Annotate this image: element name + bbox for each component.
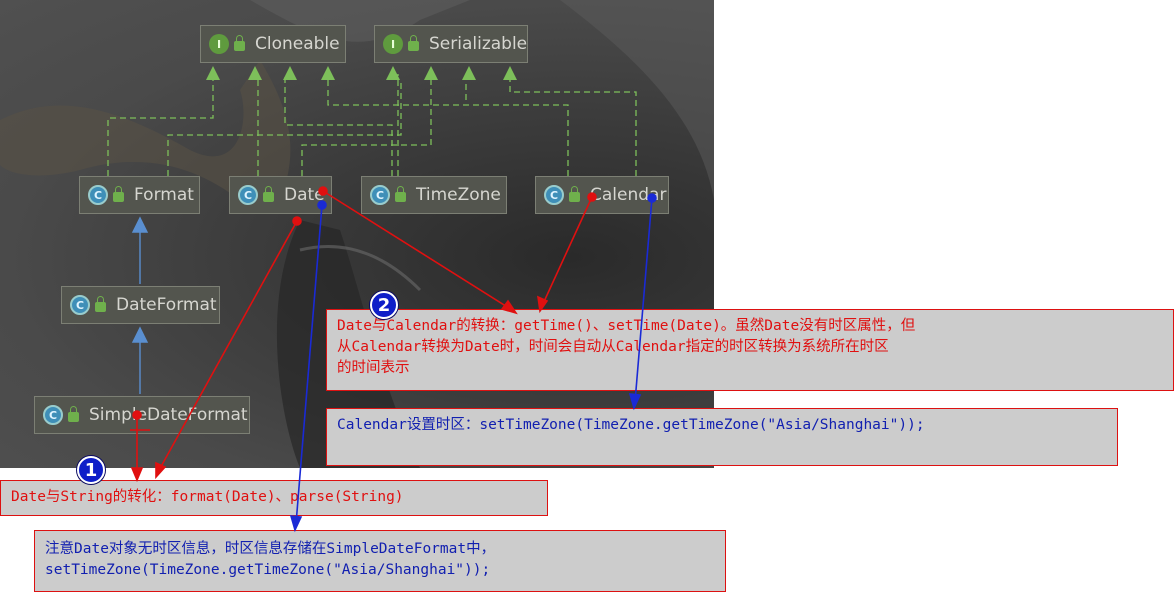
class-dateformat[interactable]: C DateFormat: [61, 286, 220, 324]
interface-serializable[interactable]: I Serializable: [374, 25, 528, 63]
class-label: SimpleDateFormat: [89, 405, 248, 425]
format-implements-serializable-line: [167, 82, 402, 176]
marker-badge-1: 1: [77, 456, 105, 484]
class-label: Calendar: [590, 185, 667, 205]
lock-icon: [68, 406, 79, 422]
lock-icon: [95, 296, 106, 312]
format-implements-cloneable-line: [107, 74, 214, 176]
interface-cloneable[interactable]: I Cloneable: [200, 25, 346, 63]
calendar-implements-cloneable-line: [327, 74, 569, 176]
class-icon: C: [544, 185, 564, 205]
lock-icon: [395, 186, 406, 202]
class-icon: C: [238, 185, 258, 205]
class-icon: C: [70, 295, 90, 315]
class-format[interactable]: C Format: [79, 176, 200, 214]
note-date-string-conversion: Date与String的转化：format(Date)、parse(String…: [0, 480, 548, 516]
marker-badge-2: 2: [370, 291, 398, 319]
class-label: TimeZone: [416, 185, 501, 205]
class-simpledateformat[interactable]: C SimpleDateFormat: [34, 396, 250, 434]
date-implements-serializable-line: [301, 74, 432, 176]
class-icon: C: [88, 185, 108, 205]
uml-relationship-lines: [107, 66, 637, 394]
lock-icon: [263, 186, 274, 202]
class-label: Format: [134, 185, 194, 205]
lock-icon: [569, 186, 580, 202]
arrow-head: [289, 515, 303, 533]
note-calendar-set-timezone: Calendar设置时区：setTimeZone(TimeZone.getTim…: [326, 408, 1118, 466]
timezone-implements-cloneable-line: [284, 74, 393, 176]
interface-icon: I: [383, 34, 403, 54]
class-date[interactable]: C Date: [229, 176, 332, 214]
simpledateformat-extends-arrowhead: [131, 326, 149, 343]
class-calendar[interactable]: C Calendar: [535, 176, 669, 214]
class-label: DateFormat: [116, 295, 217, 315]
lock-icon: [234, 35, 245, 51]
note-date-calendar-conversion: Date与Calendar的转换：getTime()、setTime(Date)…: [326, 309, 1174, 391]
note-date-no-timezone: 注意Date对象无时区信息，时区信息存储在SimpleDateFormat中， …: [34, 530, 726, 592]
arrow-head: [130, 467, 144, 483]
lock-icon: [113, 186, 124, 202]
dateformat-extends-arrowhead: [131, 216, 149, 233]
interface-label: Cloneable: [255, 34, 340, 54]
implements-arrowheads: [206, 66, 517, 80]
class-icon: C: [370, 185, 390, 205]
class-label: Date: [284, 185, 325, 205]
calendar-implements-serializable-line: [509, 74, 637, 176]
class-timezone[interactable]: C TimeZone: [361, 176, 507, 214]
interface-label: Serializable: [429, 34, 528, 54]
class-icon: C: [43, 405, 63, 425]
lock-icon: [408, 35, 419, 51]
interface-icon: I: [209, 34, 229, 54]
